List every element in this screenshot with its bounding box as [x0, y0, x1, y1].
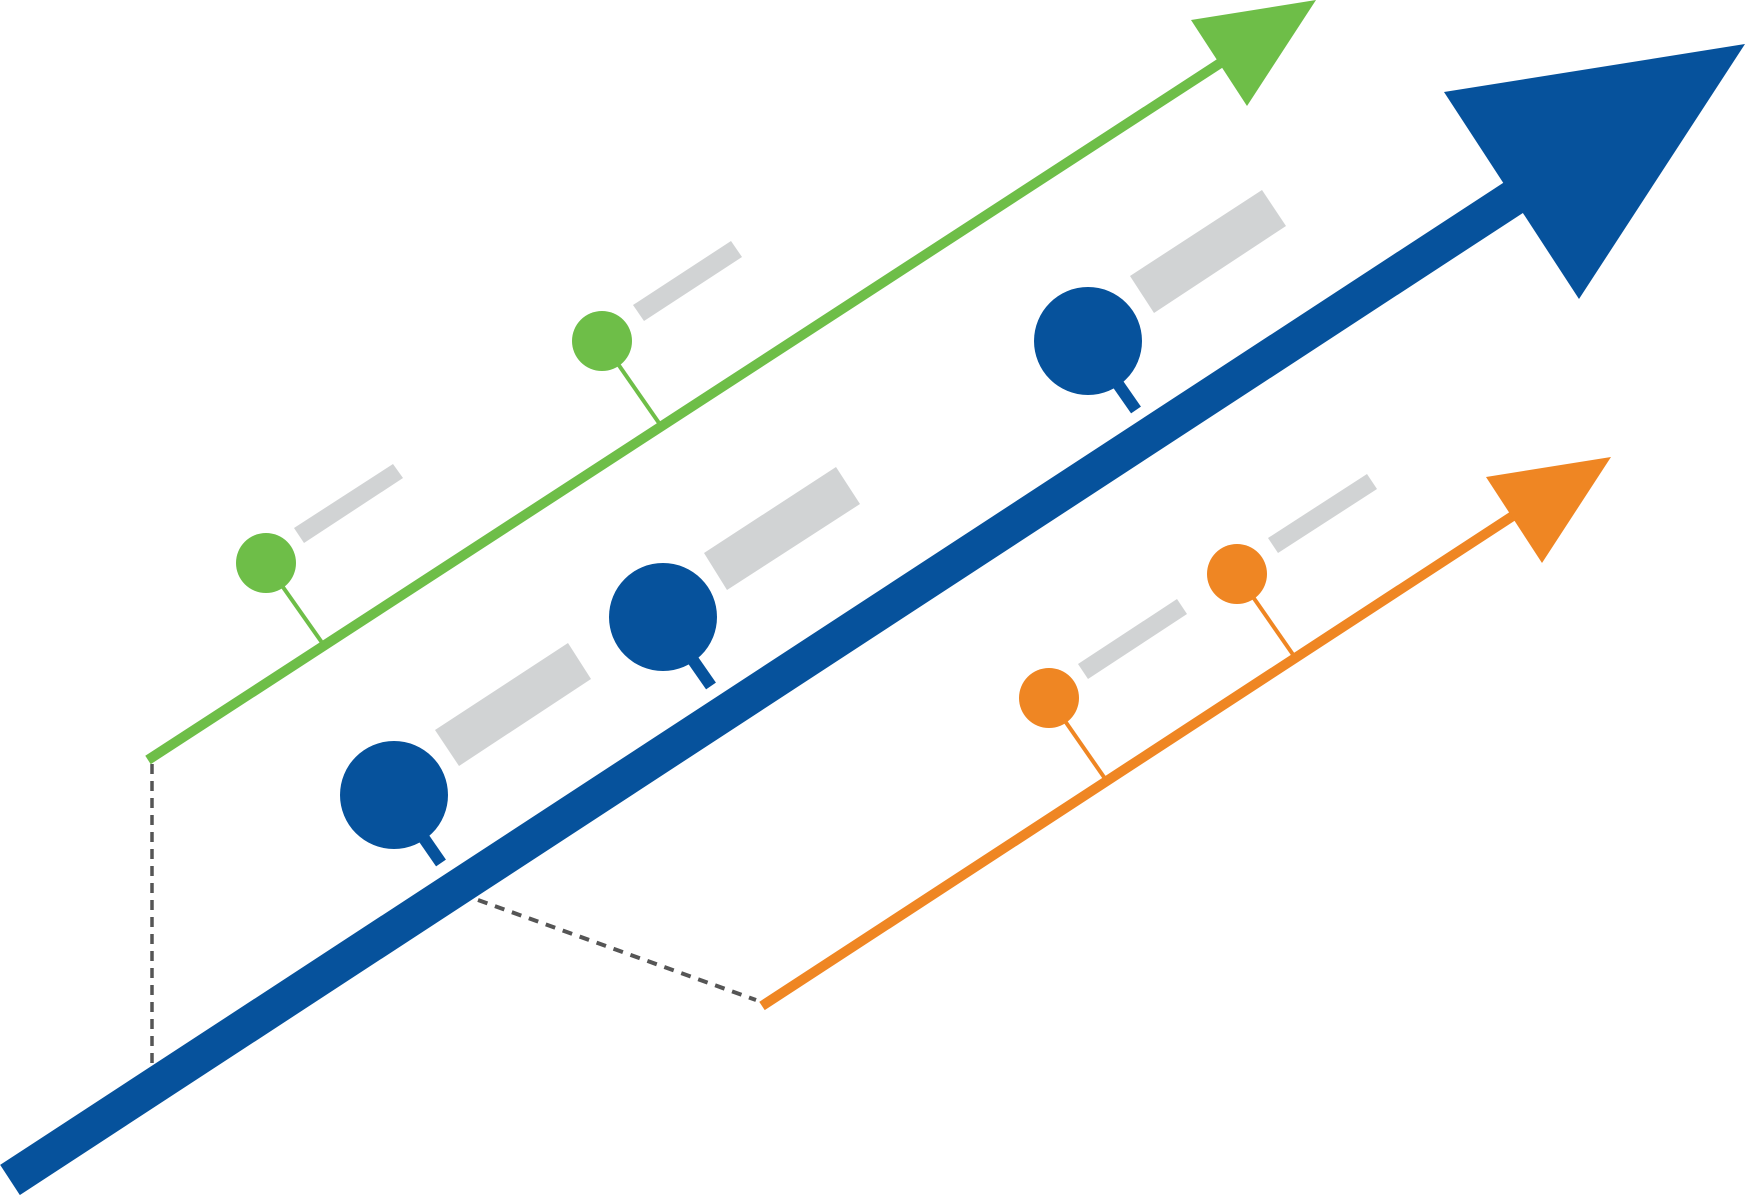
- lower-branch-arrowhead: [1486, 457, 1611, 563]
- main-node-3-label-placeholder: [1130, 190, 1286, 313]
- main-node-1-dot: [340, 741, 448, 849]
- upper-branch-node-1: [236, 464, 403, 646]
- main-branch-node-1: [340, 643, 591, 867]
- upper-node-1-label-placeholder: [294, 464, 403, 543]
- main-branch-node-2: [609, 467, 860, 690]
- lower-node-1-dot: [1019, 668, 1079, 728]
- lower-branch: [759, 457, 1611, 1011]
- lower-node-1-label-placeholder: [1078, 599, 1187, 679]
- main-branch-line: [0, 161, 1555, 1195]
- main-node-1-label-placeholder: [435, 643, 591, 766]
- main-branch-arrowhead: [1444, 44, 1745, 299]
- upper-node-2-dot: [572, 311, 632, 371]
- upper-node-2-label-placeholder: [633, 241, 742, 321]
- upper-branch: [145, 0, 1316, 765]
- lower-node-2-dot: [1207, 544, 1267, 604]
- upper-branch-arrowhead: [1191, 0, 1316, 106]
- main-node-2-dot: [609, 563, 717, 671]
- upper-branch-line: [145, 55, 1228, 765]
- upper-branch-node-2: [572, 241, 742, 425]
- main-branch: [0, 44, 1745, 1195]
- lower-branch-node-2: [1207, 474, 1377, 658]
- upper-node-1-dot: [236, 533, 296, 593]
- main-node-3-dot: [1034, 287, 1142, 395]
- main-node-2-label-placeholder: [704, 467, 860, 590]
- main-branch-node-3: [1034, 190, 1286, 414]
- lower-branch-node-1: [1019, 599, 1187, 782]
- lower-node-2-label-placeholder: [1268, 474, 1377, 553]
- lower-branch-line: [759, 503, 1528, 1011]
- main-to-lower-connector: [477, 898, 757, 1002]
